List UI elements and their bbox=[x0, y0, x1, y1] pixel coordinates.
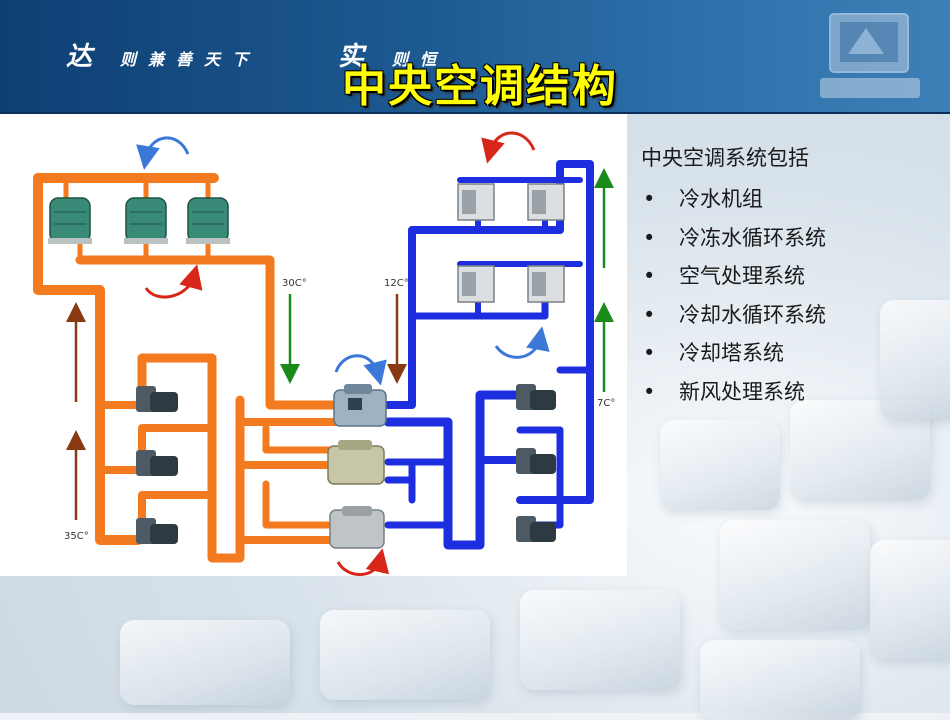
hvac-diagram: 30C° 12C° 7C° 35C° bbox=[0, 114, 627, 576]
temp-label-condenser-return: 35C° bbox=[64, 531, 89, 542]
computer-icon bbox=[820, 13, 920, 98]
bullet: • bbox=[643, 302, 656, 327]
keyboard-key bbox=[320, 610, 490, 700]
temp-label-condenser-supply: 30C° bbox=[282, 278, 307, 289]
flow-arrow-red bbox=[336, 548, 390, 576]
pump-icon bbox=[136, 450, 178, 476]
list-item: • 冷水机组 bbox=[641, 180, 941, 219]
pump-icon bbox=[136, 386, 178, 412]
list-item-label: 冷水机组 bbox=[679, 187, 763, 211]
cooling-tower-icon bbox=[186, 197, 230, 244]
bullet: • bbox=[643, 379, 656, 404]
list-item-label: 新风处理系统 bbox=[679, 379, 805, 404]
air-handler-icon bbox=[527, 183, 565, 221]
chiller-icon bbox=[329, 506, 385, 549]
air-handler-icon bbox=[457, 265, 495, 303]
keyboard-key bbox=[520, 590, 680, 690]
flow-arrow-red bbox=[144, 264, 203, 299]
keyboard-key bbox=[880, 300, 950, 420]
temp-label-chilled-return: 12C° bbox=[384, 278, 409, 289]
chiller-icon bbox=[327, 440, 385, 485]
pump-icon bbox=[516, 516, 556, 542]
slogan-right-big: 实 bbox=[338, 42, 365, 72]
keyboard-key bbox=[720, 520, 870, 630]
list-heading: 中央空调系统包括 bbox=[641, 146, 809, 170]
bullet: • bbox=[643, 341, 656, 366]
list-item: • 冷冻水循环系统 bbox=[641, 219, 941, 258]
bullet: • bbox=[643, 264, 656, 289]
system-components-list: 中央空调系统包括 • 冷水机组 • 冷冻水循环系统 • 空气处理系统 • 冷却水循环系统… bbox=[641, 142, 941, 412]
list-item: • 冷却塔系统 bbox=[641, 334, 941, 373]
bullet: • bbox=[643, 187, 656, 211]
air-handler-icon bbox=[527, 265, 565, 303]
keyboard-key bbox=[700, 640, 860, 720]
list-item-label: 冷冻水循环系统 bbox=[679, 225, 826, 250]
list-item: • 空气处理系统 bbox=[641, 257, 941, 296]
list-item: • 新风处理系统 bbox=[641, 373, 941, 412]
keyboard-key bbox=[870, 540, 950, 660]
chiller-icon bbox=[333, 384, 387, 427]
slogan-right-small: 则恒 bbox=[392, 50, 449, 69]
slogan-left-big: 达 bbox=[66, 42, 93, 72]
list-item-label: 冷却水循环系统 bbox=[679, 302, 826, 327]
temp-label-chilled-supply: 7C° bbox=[597, 398, 615, 409]
slogan-left-small: 则兼善天下 bbox=[120, 50, 261, 69]
page-title: 中央空调结构 bbox=[342, 61, 618, 112]
flow-arrow-blue bbox=[136, 136, 190, 170]
list-item: • 冷却水循环系统 bbox=[641, 296, 941, 335]
bullet: • bbox=[643, 225, 656, 250]
flow-arrow-red bbox=[481, 131, 536, 164]
flow-arrow-blue bbox=[494, 326, 550, 359]
header-band: 达 则兼善天下 实 则恒 bbox=[0, 0, 950, 114]
condenser-water-loop bbox=[33, 173, 345, 563]
pump-icon bbox=[136, 518, 178, 544]
chilled-water-loop bbox=[383, 160, 594, 550]
keyboard-key bbox=[660, 420, 780, 510]
air-handler-icon bbox=[457, 183, 495, 221]
flow-arrow-blue bbox=[334, 354, 387, 386]
list-item-label: 空气处理系统 bbox=[679, 264, 805, 289]
cooling-tower-icon bbox=[124, 197, 168, 244]
keyboard-key bbox=[120, 620, 290, 705]
cooling-tower-icon bbox=[48, 197, 92, 244]
pump-icon bbox=[516, 384, 556, 410]
pump-icon bbox=[516, 448, 556, 474]
list-item-label: 冷却塔系统 bbox=[679, 341, 784, 366]
